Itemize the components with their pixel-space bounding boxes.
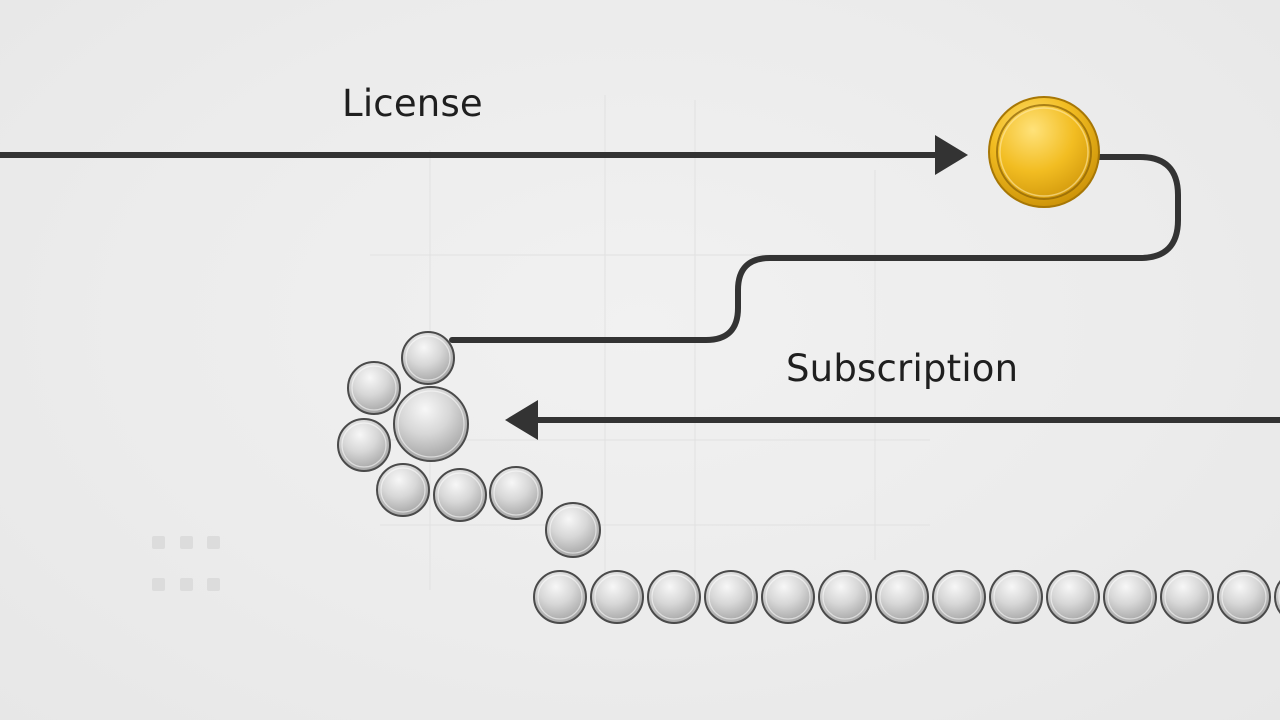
silver-coin-icon <box>545 502 601 558</box>
silver-coin-icon <box>433 468 487 522</box>
arrow-right-icon <box>935 135 968 175</box>
background-grid <box>370 95 930 590</box>
decorative-dots <box>152 536 220 591</box>
silver-coin-icon <box>932 570 986 624</box>
silver-coin-icon <box>347 361 401 415</box>
silver-coin-row <box>533 570 1280 624</box>
silver-coin-icon <box>875 570 929 624</box>
silver-coin-icon <box>1274 580 1280 614</box>
license-arrow <box>0 135 968 175</box>
silver-coin-icon <box>337 418 391 472</box>
arrow-left-icon <box>505 400 538 440</box>
silver-coin-icon <box>1046 570 1100 624</box>
silver-coin-icon <box>761 570 815 624</box>
silver-coin-icon <box>401 331 455 385</box>
silver-coin-icon <box>704 570 758 624</box>
subscription-arrow <box>505 400 1280 440</box>
silver-coin-icon <box>1160 570 1214 624</box>
silver-coin-icon <box>1103 570 1157 624</box>
silver-coin-icon <box>1217 570 1271 624</box>
license-label: License <box>342 82 483 125</box>
silver-coin-icon <box>590 570 644 624</box>
subscription-label: Subscription <box>786 347 1019 390</box>
silver-coin-icon <box>376 463 430 517</box>
silver-coin-icon <box>533 570 587 624</box>
silver-coin-icon <box>489 466 543 520</box>
connector-path <box>449 154 1181 343</box>
silver-coin-icon <box>647 570 701 624</box>
silver-coin-icon <box>989 570 1043 624</box>
gold-coin-icon <box>988 96 1100 208</box>
silver-coin-icon <box>818 570 872 624</box>
silver-coin-cluster <box>337 331 601 558</box>
silver-coin-icon <box>393 386 469 462</box>
